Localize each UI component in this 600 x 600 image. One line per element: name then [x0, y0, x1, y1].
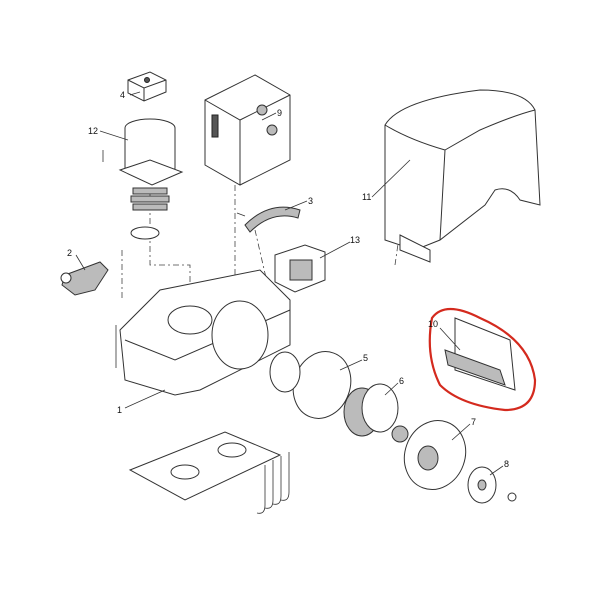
part-6-gear[interactable] [343, 383, 409, 443]
part-13-transformer[interactable] [274, 244, 326, 293]
label-3: 3 [308, 196, 313, 206]
label-2: 2 [67, 248, 72, 258]
part-labels: 4 9 12 3 11 13 2 10 5 6 1 7 8 [67, 90, 509, 469]
label-9: 9 [277, 108, 282, 118]
part-10-release-housing[interactable] [428, 307, 537, 412]
part-9-control-board[interactable] [204, 74, 291, 186]
label-7: 7 [471, 417, 476, 427]
label-10: 10 [428, 319, 438, 329]
label-13: 13 [350, 235, 360, 245]
label-8: 8 [504, 459, 509, 469]
label-4: 4 [120, 90, 125, 100]
label-11: 11 [362, 192, 371, 202]
part-12-motor[interactable] [102, 118, 184, 240]
leader-lines [75, 91, 504, 476]
part-8-pinion[interactable] [467, 466, 517, 504]
part-1-base-housing[interactable] [115, 269, 291, 396]
part-2-release-lever[interactable] [60, 261, 109, 296]
anchor-bolts [256, 452, 290, 514]
base-plate [128, 431, 282, 501]
part-5-gasket[interactable] [269, 343, 360, 426]
part-11-cover[interactable] [384, 89, 541, 263]
part-7-flange[interactable] [395, 412, 475, 498]
label-1: 1 [117, 405, 122, 415]
part-3-bracket[interactable] [236, 206, 301, 233]
label-5: 5 [363, 353, 368, 363]
highlight-outline [428, 307, 537, 412]
part-4-cover-cap[interactable] [127, 71, 167, 102]
label-6: 6 [399, 376, 404, 386]
label-12: 12 [88, 126, 98, 136]
